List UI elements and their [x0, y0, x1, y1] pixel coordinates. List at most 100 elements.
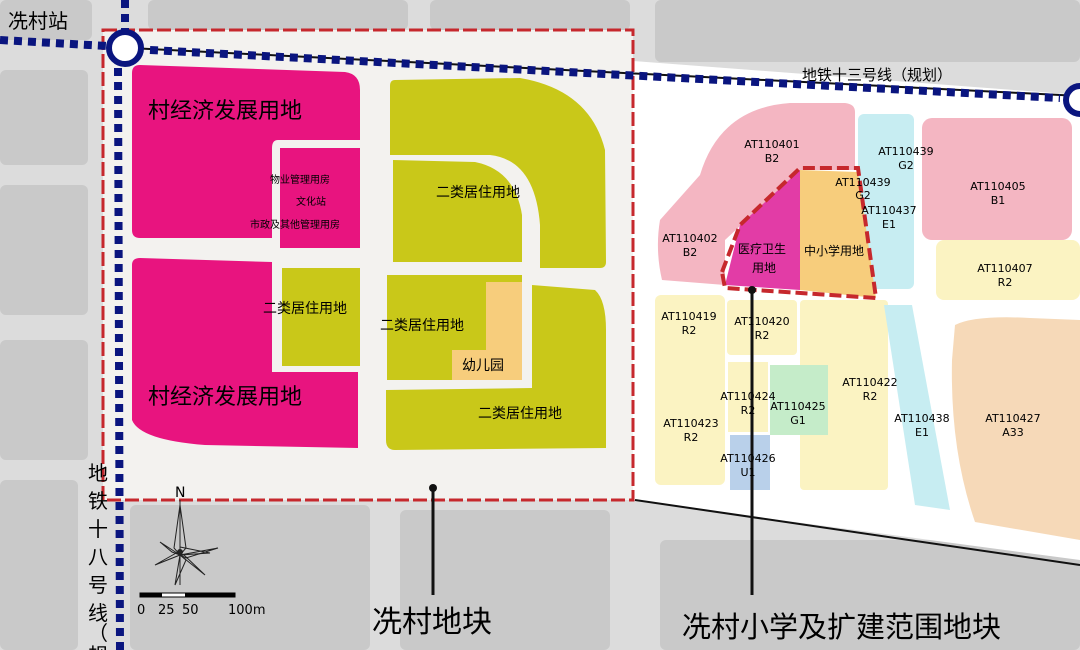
use-at110439-b: G2 — [855, 189, 871, 202]
parcel-residential-center-left — [282, 268, 360, 366]
leader-lines — [429, 286, 756, 595]
use-at110407: R2 — [998, 276, 1013, 289]
label-residential-center-left: 二类居住用地 — [263, 301, 347, 317]
line18-char-7: 规 — [88, 643, 108, 650]
code-at110422: AT110422 — [842, 376, 897, 389]
use-at110437: E1 — [882, 218, 896, 231]
parcel-at110419 — [655, 295, 725, 485]
code-at110425: AT110425 — [770, 400, 825, 413]
parcel-at110420 — [727, 300, 797, 355]
label-kindergarten: 幼儿园 — [462, 358, 504, 374]
parcel-at110422 — [800, 300, 888, 490]
code-at110426: AT110426 — [720, 452, 775, 465]
parcel-medical — [725, 170, 800, 290]
use-at110401: B2 — [765, 152, 780, 165]
school-block-title: 冼村小学及扩建范围地块 — [682, 610, 1001, 644]
parcel-residential-se — [386, 285, 606, 450]
line18-char-5: 线 — [88, 601, 108, 625]
parcel-at110425 — [770, 365, 828, 435]
boundaries — [101, 28, 879, 502]
code-at110401: AT110401 — [744, 138, 799, 151]
code-at110439-b: AT110439 — [835, 176, 890, 189]
code-at110427: AT110427 — [985, 412, 1040, 425]
parcel-at110437 — [858, 114, 914, 289]
use-at110424: R2 — [741, 404, 756, 417]
parcel-at110405 — [922, 118, 1072, 240]
school-boundary — [719, 166, 879, 301]
scale-bar: 0 25 50 100m — [137, 592, 265, 618]
parcel-at110438 — [884, 305, 950, 510]
parcel-at110426 — [730, 435, 770, 490]
parcel-at110427 — [951, 317, 1080, 540]
label-residential-se: 二类居住用地 — [478, 406, 562, 422]
metro-line-west — [0, 36, 126, 51]
use-at110422: R2 — [863, 390, 878, 403]
label-municipal: 市政及其他管理用房 — [250, 218, 340, 231]
parcel-code-labels: AT110401 B2 AT110439 G2 AT110439 G2 AT11… — [661, 138, 1040, 479]
scale-label-100m: 100m — [228, 603, 265, 618]
parcel-residential-ne — [390, 78, 606, 268]
code-at110407: AT110407 — [977, 262, 1032, 275]
metro-line-13 — [149, 46, 1061, 102]
code-at110419: AT110419 — [661, 310, 716, 323]
use-at110439-a: G2 — [898, 159, 914, 172]
code-at110439-a: AT110439 — [878, 145, 933, 158]
label-medical-2: 用地 — [752, 261, 776, 275]
code-at110424: AT110424 — [720, 390, 775, 403]
use-at110425: G1 — [790, 414, 806, 427]
use-at110420: R2 — [755, 329, 770, 342]
parcel-residential-n — [393, 160, 522, 262]
parcel-primary-school — [800, 170, 876, 298]
use-at110402: B2 — [683, 246, 698, 259]
label-medical-1: 医疗卫生 — [738, 242, 786, 256]
line13-label: 地铁十三号线（规划） — [802, 66, 952, 84]
use-at110405: B1 — [991, 194, 1006, 207]
code-at110437: AT110437 — [861, 204, 916, 217]
label-economic-top: 村经济发展用地 — [148, 99, 302, 124]
use-at110423: R2 — [684, 431, 699, 444]
use-at110427: A33 — [1002, 426, 1024, 439]
code-at110420: AT110420 — [734, 315, 789, 328]
parcel-at110407 — [936, 240, 1080, 300]
label-primary-school: 中小学用地 — [804, 243, 864, 258]
compass-icon: N — [154, 485, 219, 586]
line18-char-3: 八 — [88, 545, 108, 569]
use-at110438: E1 — [915, 426, 929, 439]
line18-char-6: （ — [88, 621, 108, 645]
code-at110423: AT110423 — [663, 417, 718, 430]
parcel-at110401 — [657, 103, 855, 285]
xiancun-block-boundary — [101, 28, 635, 502]
parcel-at110424 — [728, 362, 768, 432]
line18-vertical-label: 地 铁 十 八 号 线 （ 规 — [88, 461, 108, 650]
code-at110402: AT110402 — [662, 232, 717, 245]
parcel-economic-bottom — [132, 258, 358, 448]
compass-north-label: N — [175, 485, 185, 501]
label-residential-center: 二类居住用地 — [380, 318, 464, 334]
use-at110426: U1 — [740, 466, 755, 479]
xiancun-block-title: 冼村地块 — [372, 605, 492, 640]
station-label-xiancun: 冼村站 — [8, 9, 68, 33]
label-economic-bottom: 村经济发展用地 — [148, 385, 302, 410]
scale-label-0: 0 — [137, 603, 145, 618]
label-residential-ne: 二类居住用地 — [436, 185, 520, 201]
line18-char-4: 号 — [88, 573, 108, 597]
east-station-marker — [1063, 83, 1080, 117]
line18-char-1: 铁 — [88, 489, 108, 513]
line18-char-0: 地 — [88, 461, 108, 485]
label-culture-station: 文化站 — [296, 195, 326, 208]
parcel-kindergarten — [452, 350, 522, 380]
label-property-mgmt: 物业管理用房 — [270, 173, 330, 186]
use-at110419: R2 — [682, 324, 697, 337]
scale-label-25: 25 — [158, 603, 175, 618]
code-at110438: AT110438 — [894, 412, 949, 425]
xiancun-block — [132, 65, 606, 450]
xiancun-station-marker — [106, 29, 144, 67]
line18-char-2: 十 — [88, 517, 108, 541]
school-block-plan — [655, 103, 1080, 540]
parcel-management — [280, 148, 360, 248]
scale-label-50: 50 — [182, 603, 199, 618]
code-at110405: AT110405 — [970, 180, 1025, 193]
parcel-economic-top — [132, 65, 360, 238]
